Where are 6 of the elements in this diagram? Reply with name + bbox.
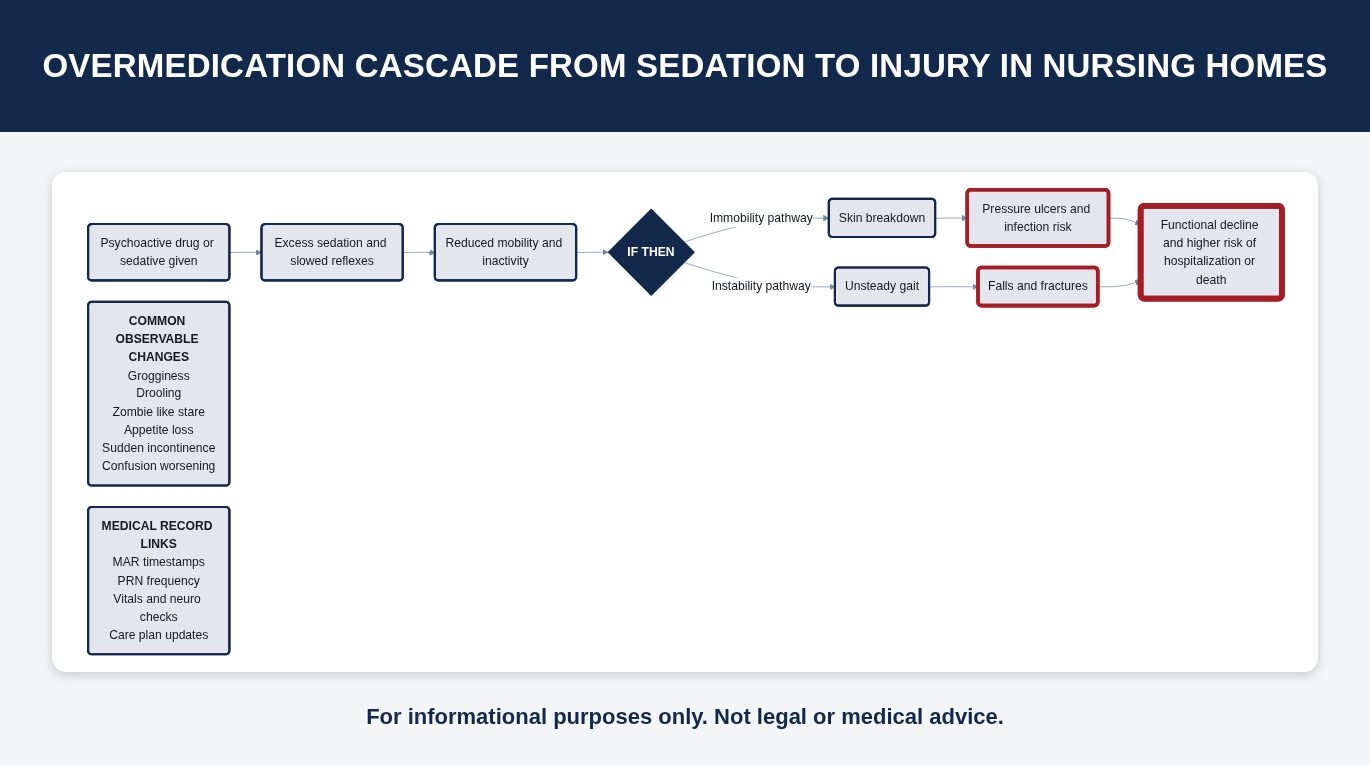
- diagram-panel: Immobility pathway Instability pathway Psychoactive drug or sedative given Excess sedation and slowed reflexes Reduced mobility and inactivity IF THEN Skin breakdown Pressure ulcers and infection risk Unsteady gait Falls and fractures Functional decline and higher risk of hospitalization or death COMMON OBSERVABLE CHANGES Grogginess Drooling Zombie like stare Appetite loss Sudden incontinence Confusion worsening MEDICAL RECORD LINKS MAR timestamps PRN frequency Vitals and neuro checks Care plan updates: [52, 172, 1318, 672]
- caption: For informational purposes only. Not legal or medical advice.: [365, 704, 1005, 730]
- title: OVERMEDICATION CASCADE FROM SEDATION TO INJURY IN NURSING HOMES: [42, 47, 1328, 85]
- node-diamond: [607, 208, 695, 296]
- edge-label: Instability pathway: [711, 279, 811, 294]
- edge-label: Immobility pathway: [709, 210, 813, 225]
